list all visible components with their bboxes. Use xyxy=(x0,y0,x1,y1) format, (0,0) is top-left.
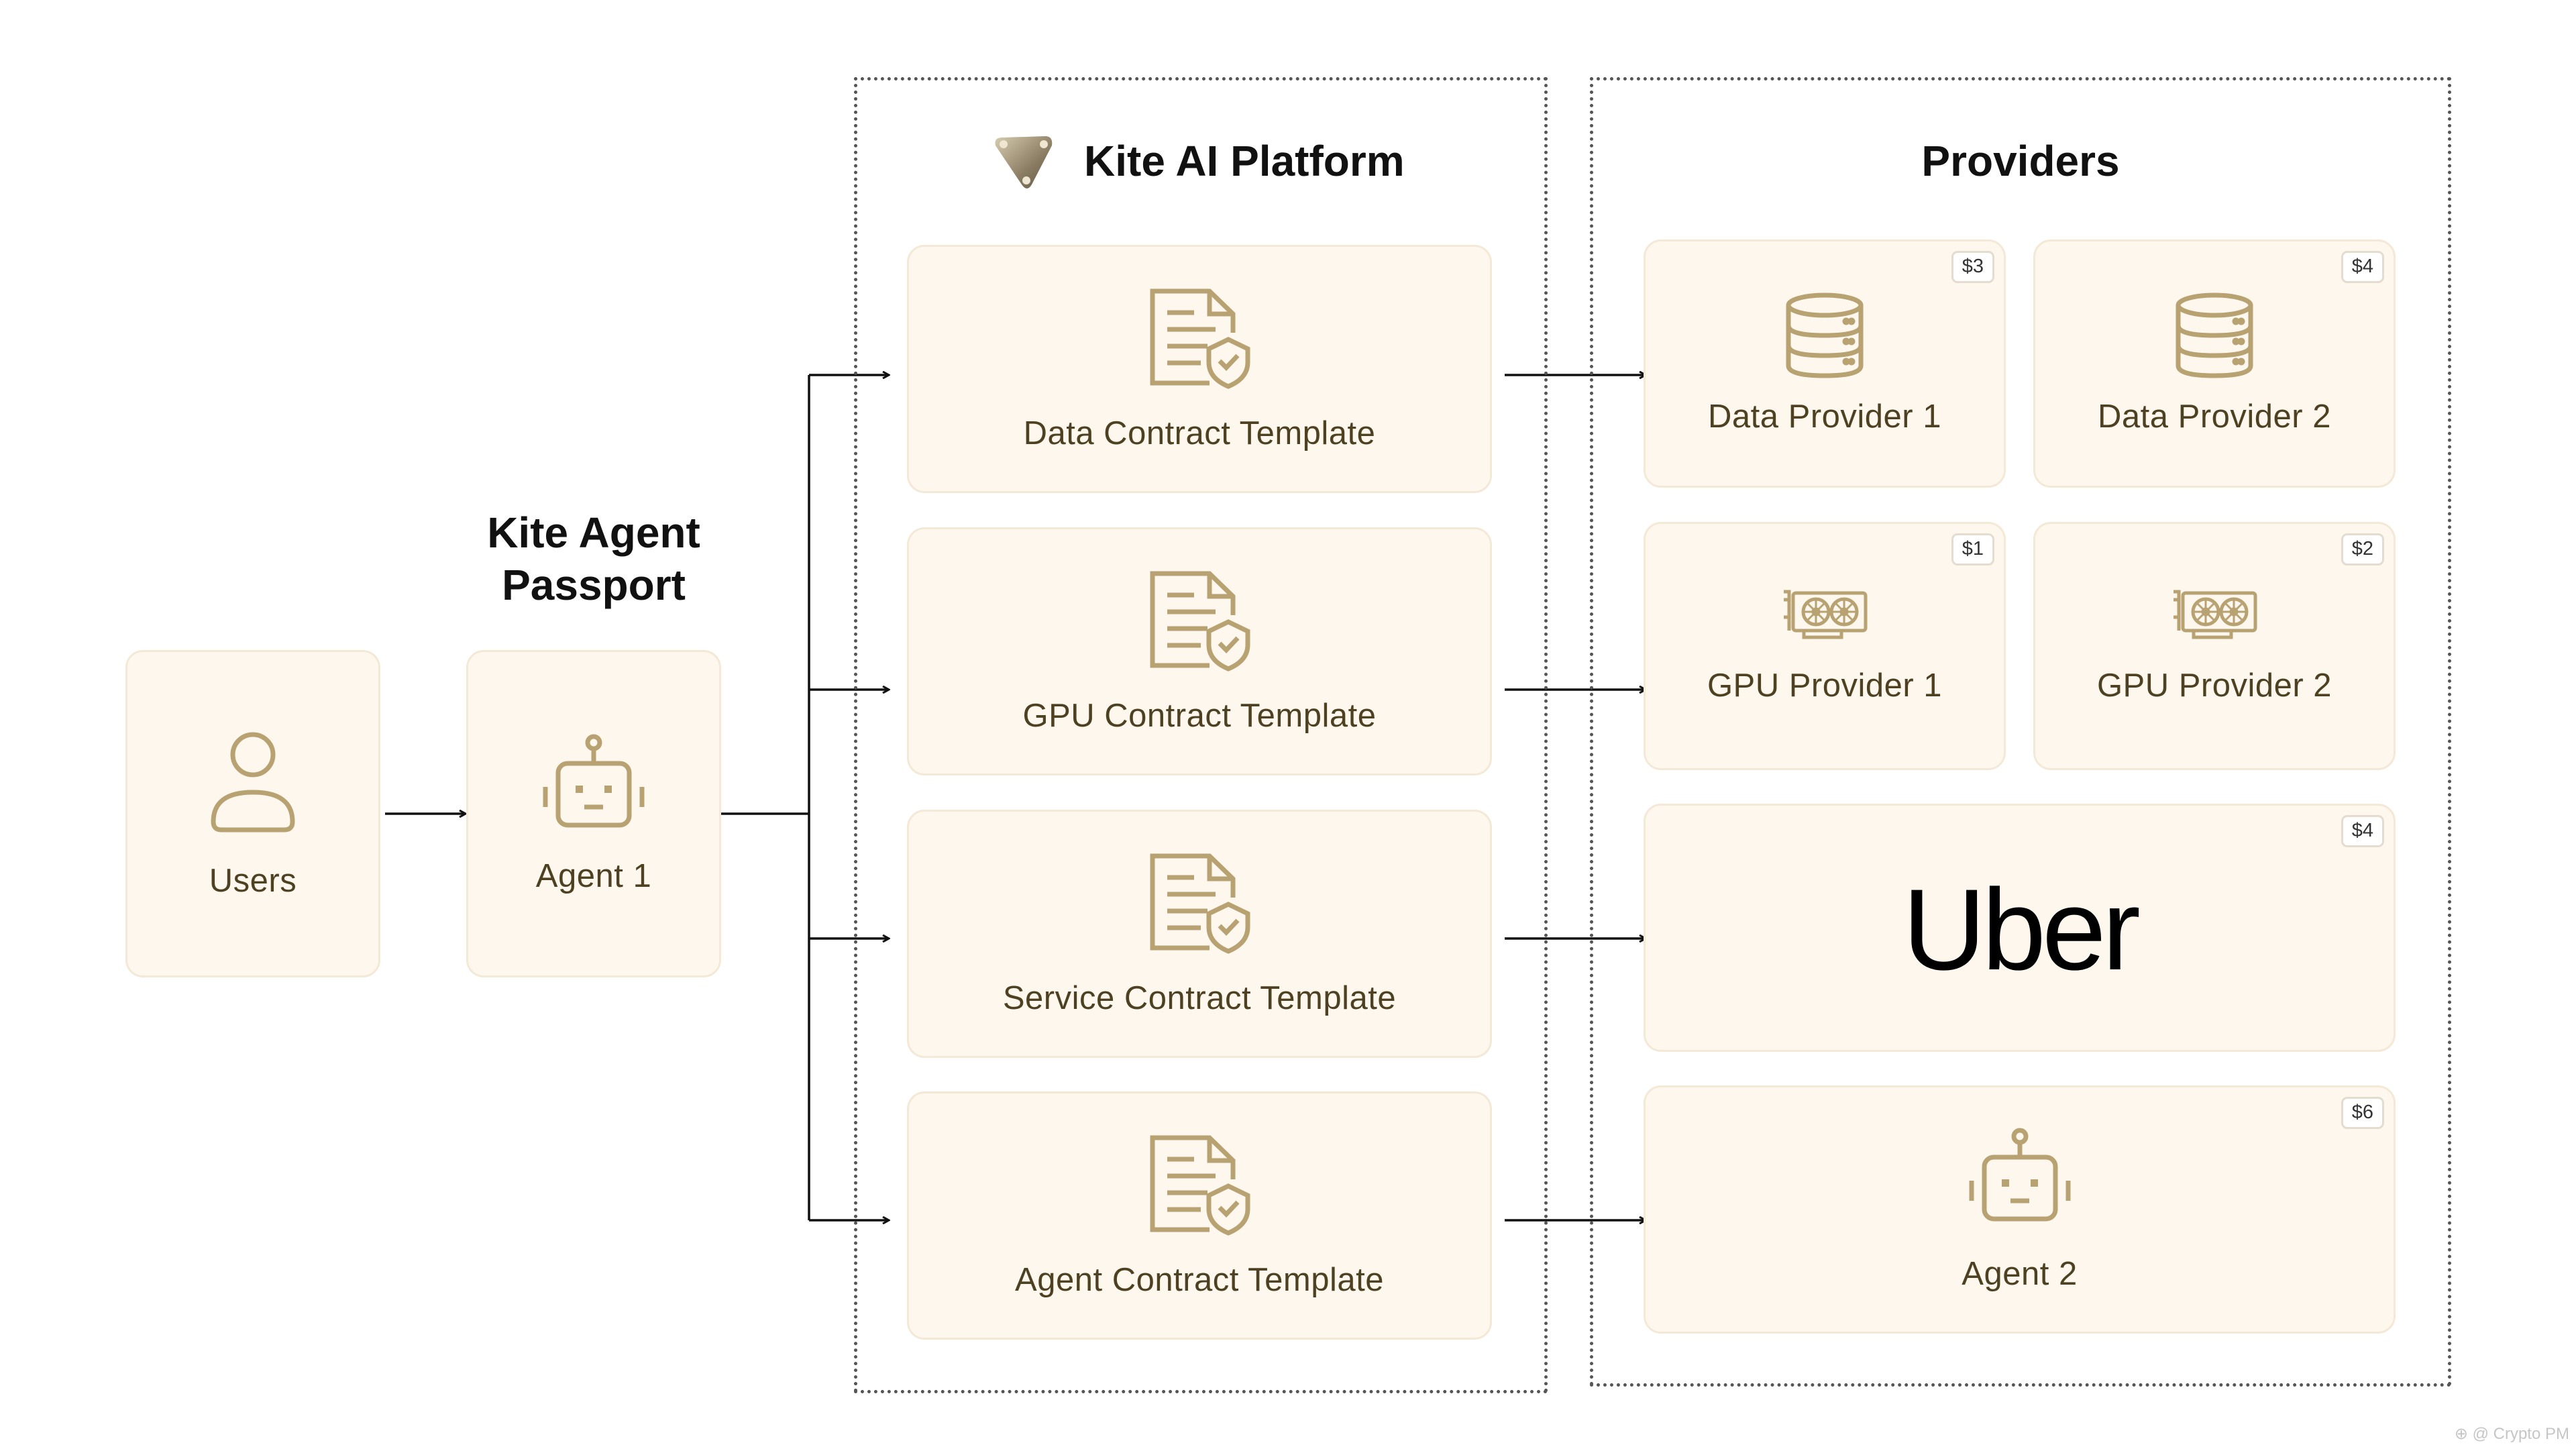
passport-heading: Kite Agent Passport xyxy=(470,506,718,611)
passport-heading-line-2: Passport xyxy=(502,561,686,609)
agent-contract-template-card[interactable]: Agent Contract Template xyxy=(907,1091,1492,1340)
price-badge: $3 xyxy=(1951,251,1994,283)
uber-card[interactable]: $4 Uber xyxy=(1644,804,2396,1052)
gpu-provider-2-card[interactable]: $2 GPU Provider 2 xyxy=(2033,522,2396,770)
data-provider-1-card[interactable]: $3 Data Provider 1 xyxy=(1644,239,2006,488)
platform-title: Kite AI Platform xyxy=(991,131,1405,191)
kite-logo xyxy=(995,136,1053,189)
providers-title: Providers xyxy=(1921,137,2120,185)
agent1-label: Agent 1 xyxy=(535,857,652,894)
agent2-card[interactable]: $6 Agent 2 xyxy=(1644,1085,2396,1334)
uber-logo: Uber xyxy=(1902,865,2141,994)
user-icon xyxy=(211,732,295,833)
data-provider-2-card[interactable]: $4 Data Provider 2 xyxy=(2033,239,2396,488)
contract-shield-icon xyxy=(1150,1135,1250,1236)
database-icon xyxy=(2176,292,2253,378)
robot-icon xyxy=(543,734,645,827)
data-provider-2-label: Data Provider 2 xyxy=(2098,398,2331,435)
contract-shield-icon xyxy=(1150,853,1250,954)
agent2-label: Agent 2 xyxy=(1962,1255,2078,1292)
price-badge: $6 xyxy=(2341,1097,2384,1129)
platform-title-text: Kite AI Platform xyxy=(1084,137,1405,185)
price-badge: $4 xyxy=(2341,815,2384,847)
data-provider-1-label: Data Provider 1 xyxy=(1708,398,1941,435)
gpu-card-icon xyxy=(2174,590,2257,639)
platform-group xyxy=(854,77,1548,1393)
price-badge: $1 xyxy=(1951,533,1994,566)
gpu-contract-template-card[interactable]: GPU Contract Template xyxy=(907,527,1492,775)
users-card[interactable]: Users xyxy=(125,650,380,977)
database-icon xyxy=(1786,292,1864,378)
service-contract-template-card[interactable]: Service Contract Template xyxy=(907,810,1492,1058)
agent-contract-template-label: Agent Contract Template xyxy=(1015,1262,1384,1298)
watermark: ⊕ @ Crypto PM xyxy=(2454,1425,2569,1443)
users-label: Users xyxy=(209,863,297,899)
gpu-provider-2-label: GPU Provider 2 xyxy=(2096,667,2332,704)
gpu-contract-template-label: GPU Contract Template xyxy=(1022,698,1377,734)
providers-group xyxy=(1590,77,2451,1387)
contract-shield-icon xyxy=(1150,288,1250,389)
agent1-card[interactable]: Agent 1 xyxy=(466,650,721,977)
gpu-card-icon xyxy=(1784,590,1868,639)
robot-icon xyxy=(1969,1128,2070,1221)
passport-heading-line-1: Kite Agent xyxy=(487,508,700,557)
contract-shield-icon xyxy=(1150,571,1250,672)
service-contract-template-label: Service Contract Template xyxy=(1002,980,1397,1016)
gpu-provider-1-label: GPU Provider 1 xyxy=(1707,667,1943,704)
data-contract-template-card[interactable]: Data Contract Template xyxy=(907,245,1492,493)
price-badge: $2 xyxy=(2341,533,2384,566)
data-contract-template-label: Data Contract Template xyxy=(1023,415,1376,451)
gpu-provider-1-card[interactable]: $1 GPU Provider 1 xyxy=(1644,522,2006,770)
price-badge: $4 xyxy=(2341,251,2384,283)
